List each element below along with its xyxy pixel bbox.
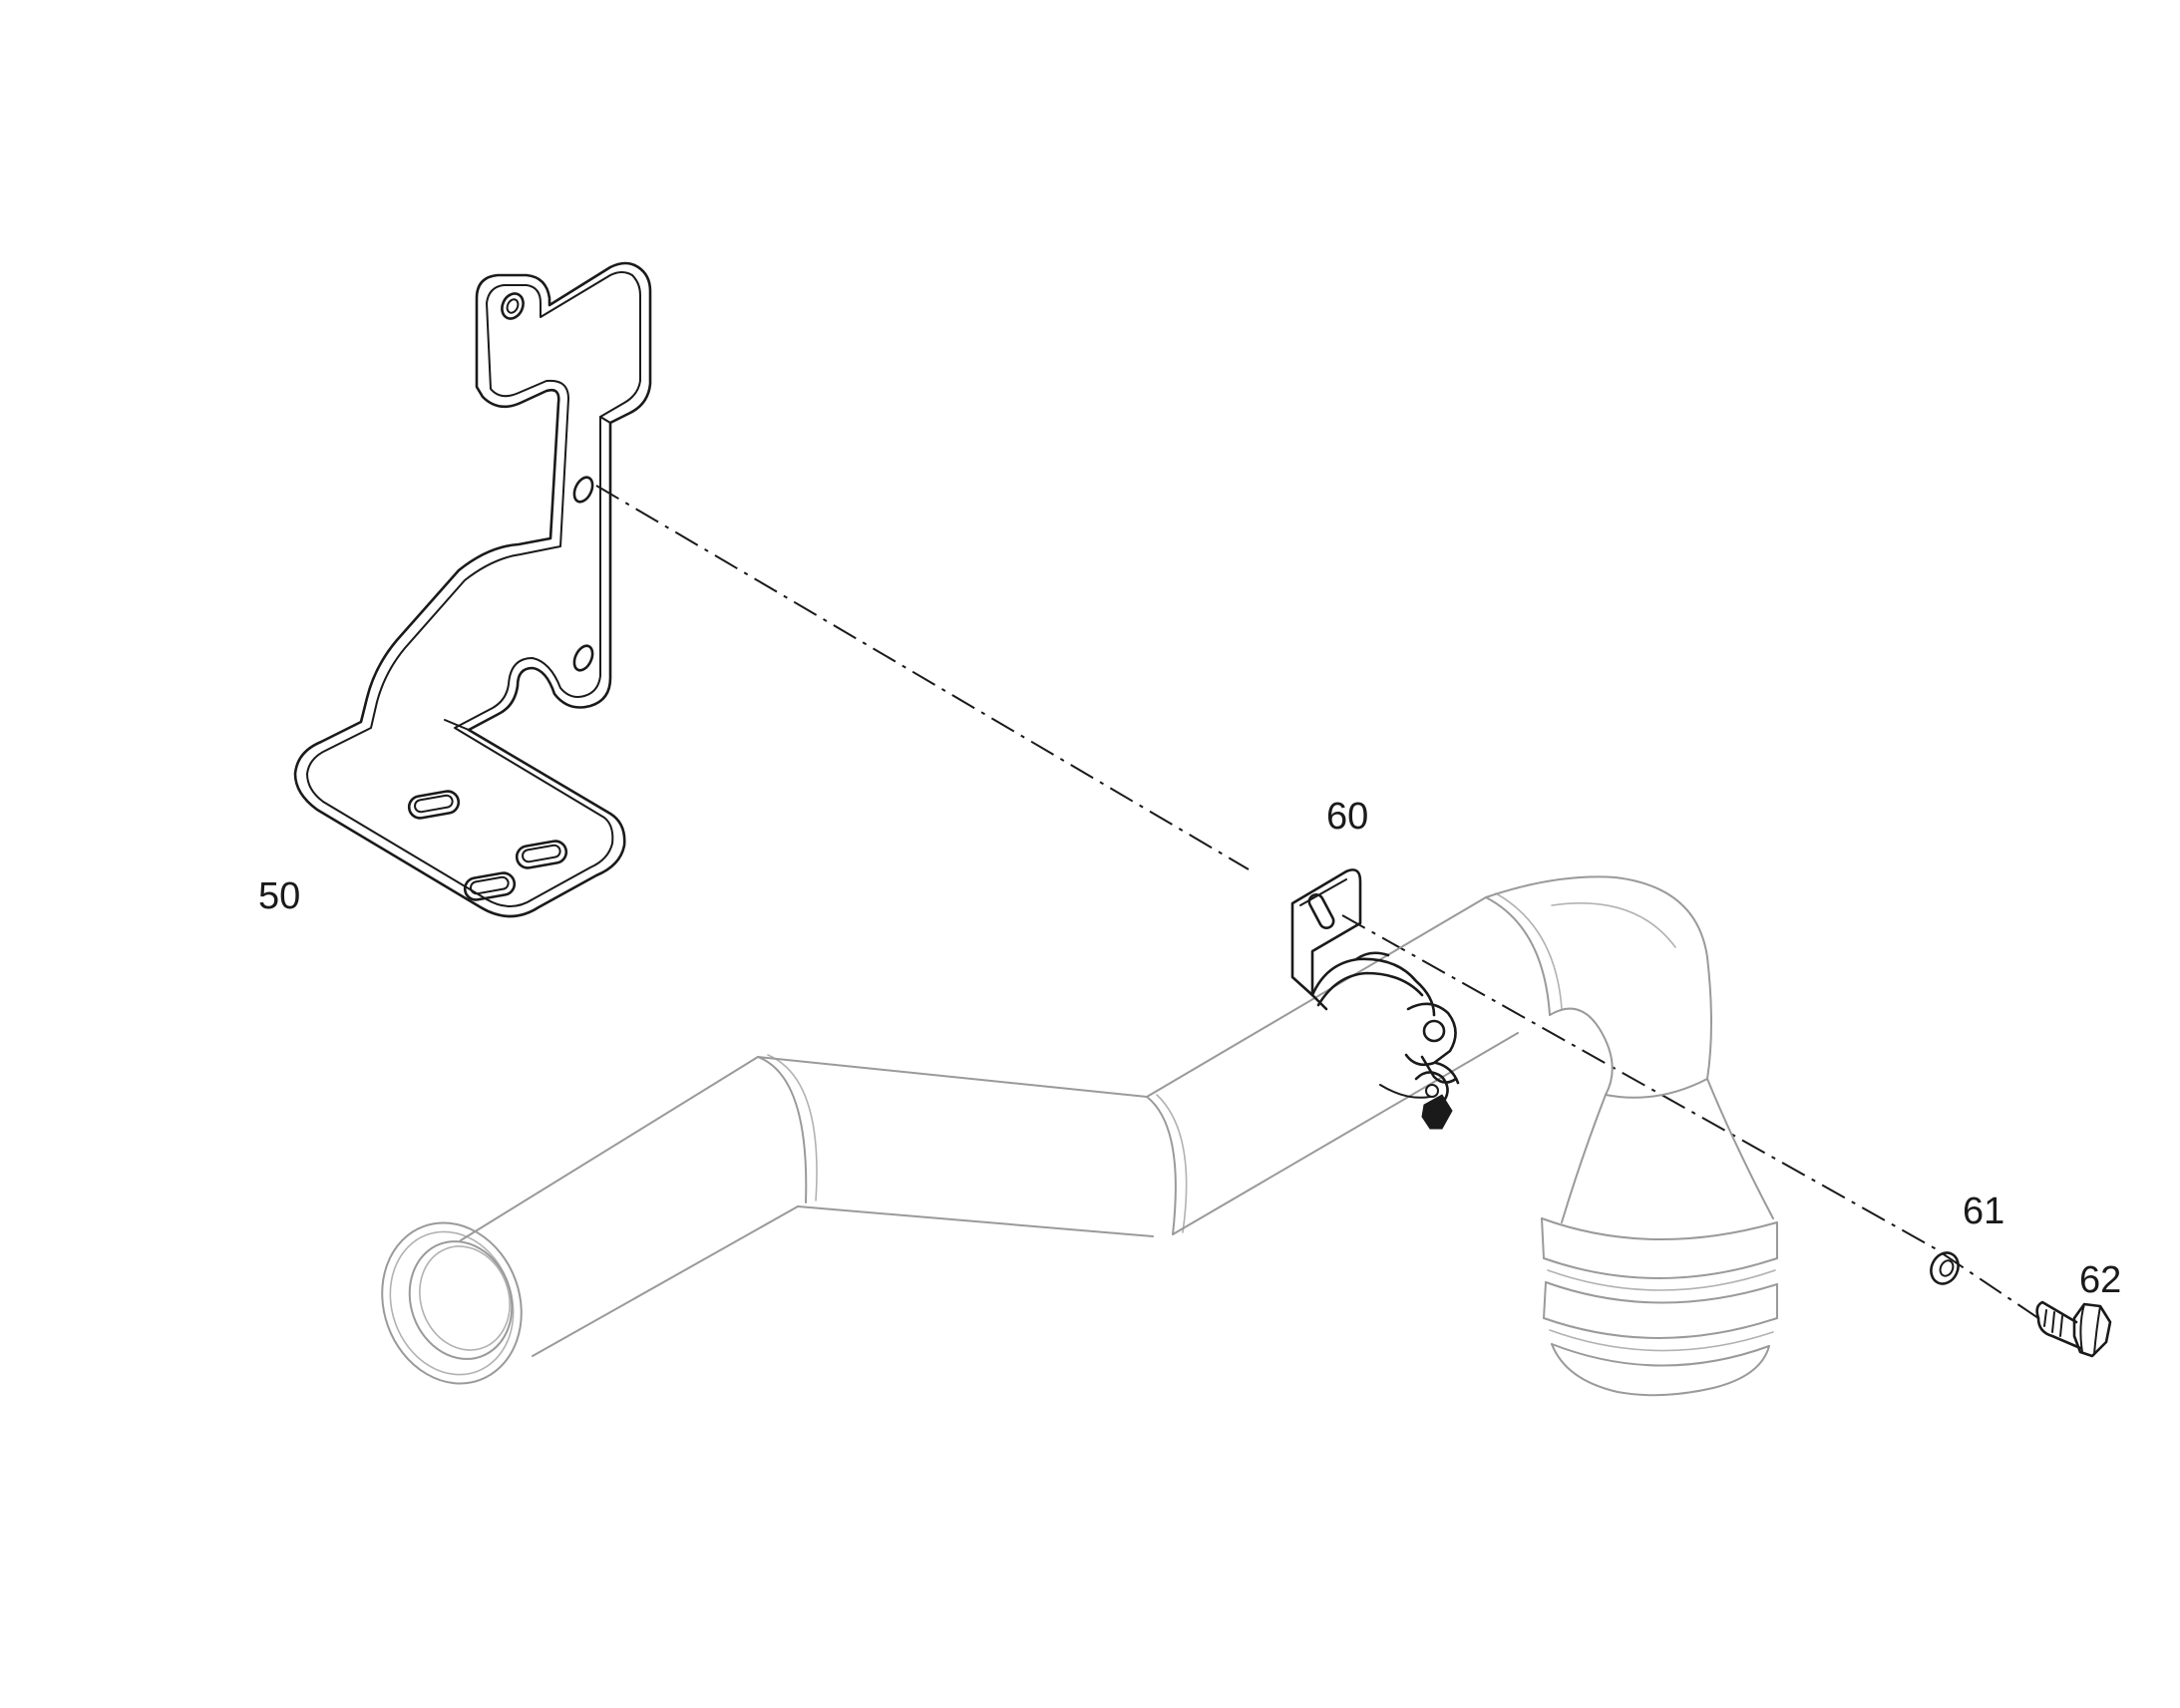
leader-line-clamp-to-bolt <box>1341 914 2039 1319</box>
callout-label-washer: 61 <box>1963 1191 2005 1232</box>
intake-pipe <box>381 875 1778 1397</box>
leader-line-bracket-to-clamp <box>595 485 1250 870</box>
bracket-part <box>293 261 652 918</box>
callout-label-pipe-clamp: 60 <box>1326 796 1369 838</box>
callout-label-bolt: 62 <box>2079 1259 2122 1301</box>
pipe-clamp-part <box>1290 868 1460 1130</box>
bolt-part <box>2035 1300 2112 1358</box>
callout-label-bracket: 50 <box>258 875 301 917</box>
washer-part <box>1930 1251 1960 1285</box>
